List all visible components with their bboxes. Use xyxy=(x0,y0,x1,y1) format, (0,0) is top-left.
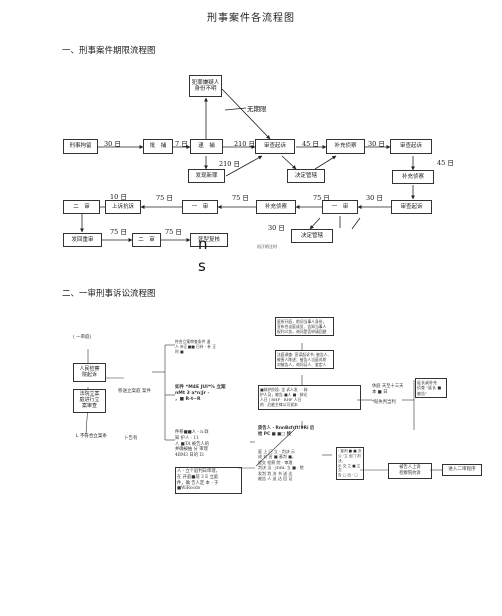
second-instance-procedure-box: 进入二审程序 xyxy=(442,464,482,477)
submit-committee-box: 被告人上诉 检察院抗诉 xyxy=(388,463,432,479)
box-remand-retrial: 发回重审 xyxy=(63,233,102,247)
section1-heading: 一、刑事案件期限流程图 xyxy=(62,46,156,56)
case-filing-text: 如件 *M4E JUI*% 立案 nMt 3 a*n|Jr - ，■ R-t~R xyxy=(175,385,226,403)
box-review-prosecution-2: 审查起诉 xyxy=(390,139,432,154)
judgment-delivery-text: 庭 上 门 立 - 判决 示 成 对 宣 ■ 基判 ■， 提交 检察 院 - 审… xyxy=(258,449,304,481)
label-45-days-2: 45 日 xyxy=(437,159,454,167)
box-death-penalty-review: 死型复核 xyxy=(190,233,228,247)
label-75-days-5: 75 日 xyxy=(165,228,182,236)
box-supplementary-investigation-2: 补充侦察 xyxy=(392,170,434,184)
label-210-days-1: 210 日 xyxy=(234,140,255,148)
label-30-days-4: 30 日 xyxy=(366,194,383,202)
stray-letter-n: n xyxy=(198,235,208,253)
label-75-days-4: 75 日 xyxy=(110,228,127,236)
box-supplementary-investigation-3: 补充侦察 xyxy=(256,200,296,214)
court-opening-box: 庭所开庭，前问当事人身份， 宣布合议庭成员、告知当事人 权利义务，询问是否申请回… xyxy=(275,317,334,337)
box-decide-supervision-1: 决定管辖 xyxy=(287,169,325,183)
box-second-instance-2: 二 审 xyxy=(132,233,161,247)
debate-stage-box: ■辩护阶段: 全 诉人发 · - 辩 护人及，被告 ■人 ■ · 辩论 人日 |… xyxy=(258,385,361,410)
label-30-days-2: 30 日 xyxy=(368,140,385,148)
label-7-days: 7 日 xyxy=(175,140,188,148)
stray-note: 机汗帆注时 xyxy=(257,244,277,249)
trial-date-box: 人 - 立个庭判日审理， 在 开庭■前 3 E 立庭 件，确 告人定 本 - 于… xyxy=(175,467,242,495)
verdict-box: - 宣判 ■ ■ 决 公 -立 出门 判决， 示 交 之 ■ 立 交 告 □ 出… xyxy=(336,447,364,481)
court-investigation-box: 法庭调查: 宣读起诉书; 被告人、 被害人陈述；被告人当庭对质 对被告人，询问证… xyxy=(275,350,334,370)
box-suspect-unknown: 犯罪嫌疑人身份不明 xyxy=(189,75,222,97)
notify-defendant-text: 件移■■人 - n 政 知 护人 · 11 人 ■TA 被告人的 并确被抽 分 … xyxy=(175,430,210,459)
transfer-filing-note: 移送立案庭 案件 xyxy=(118,389,151,394)
document-title: 刑事案件各流程图 xyxy=(207,13,295,24)
label-210-days-2: 210 日 xyxy=(219,160,240,168)
label-45-days-1: 45 日 xyxy=(302,140,319,148)
label-no-limit: 无期限 xyxy=(247,105,267,113)
box-supplementary-investigation-1: 补充侦察 xyxy=(326,139,365,154)
notice-note: 卜告有 xyxy=(124,436,138,441)
box-approve-arrest: 批 捕 xyxy=(143,139,173,154)
label-30-days-1: 30 日 xyxy=(104,140,121,148)
section2-heading: 二、一审刑事诉讼流程图 xyxy=(62,289,156,299)
label-75-days-3: 75 日 xyxy=(313,194,330,202)
not-meeting-filing-note: L 不符合立案条 xyxy=(76,434,107,439)
filing-conditions-text: 符合立案审查条件 退 人 补正■■ 日补 - 补 正 时 ■ xyxy=(175,339,217,355)
judgment-type-text: *既失判当判 xyxy=(372,400,396,405)
box-procuratorate-prosecute: 人民检察 院起诉 xyxy=(73,363,106,382)
final-statement-text: 质告人 · RnnBsfrft!9Ri 后 给 PC ■ ■□ 终 xyxy=(258,426,315,437)
label-75-days-1: 75 日 xyxy=(156,194,173,202)
label-10-days: 10 日 xyxy=(110,193,127,201)
box-first-instance-2: 一 审 xyxy=(322,200,358,214)
box-first-instance-1: 一 审 xyxy=(182,200,218,214)
box-second-instance: 二 审 xyxy=(63,200,100,214)
box-discover-new-crime: 发现新罪 xyxy=(188,169,225,183)
box-appeal-protest: 上诉抗诉 xyxy=(105,200,141,214)
recess-text: 休庭 天至十三天 本 ■ 日 xyxy=(372,384,404,395)
stray-letter-s: s xyxy=(198,257,206,275)
label-30-days-3: 30 日 xyxy=(268,224,285,232)
extend-investigation-box: 延长或补充 侦查 "延长 ■ 被告" xyxy=(415,378,447,399)
box-criminal-detention: 刑事拘留 xyxy=(63,139,98,154)
box-decide-supervision-2: 决定管辖 xyxy=(291,229,333,243)
label-75-days-2: 75 日 xyxy=(232,194,249,202)
box-court-filing-review: 法院立案 庭进行立 案审查 xyxy=(73,389,106,413)
box-review-prosecution-3: 审查起诉 xyxy=(391,200,432,214)
box-arrest: 逮 捕 xyxy=(190,139,223,154)
first-instance-note: ( 一审庭) xyxy=(73,335,92,340)
box-review-prosecution-1: 审查起诉 xyxy=(255,139,295,154)
